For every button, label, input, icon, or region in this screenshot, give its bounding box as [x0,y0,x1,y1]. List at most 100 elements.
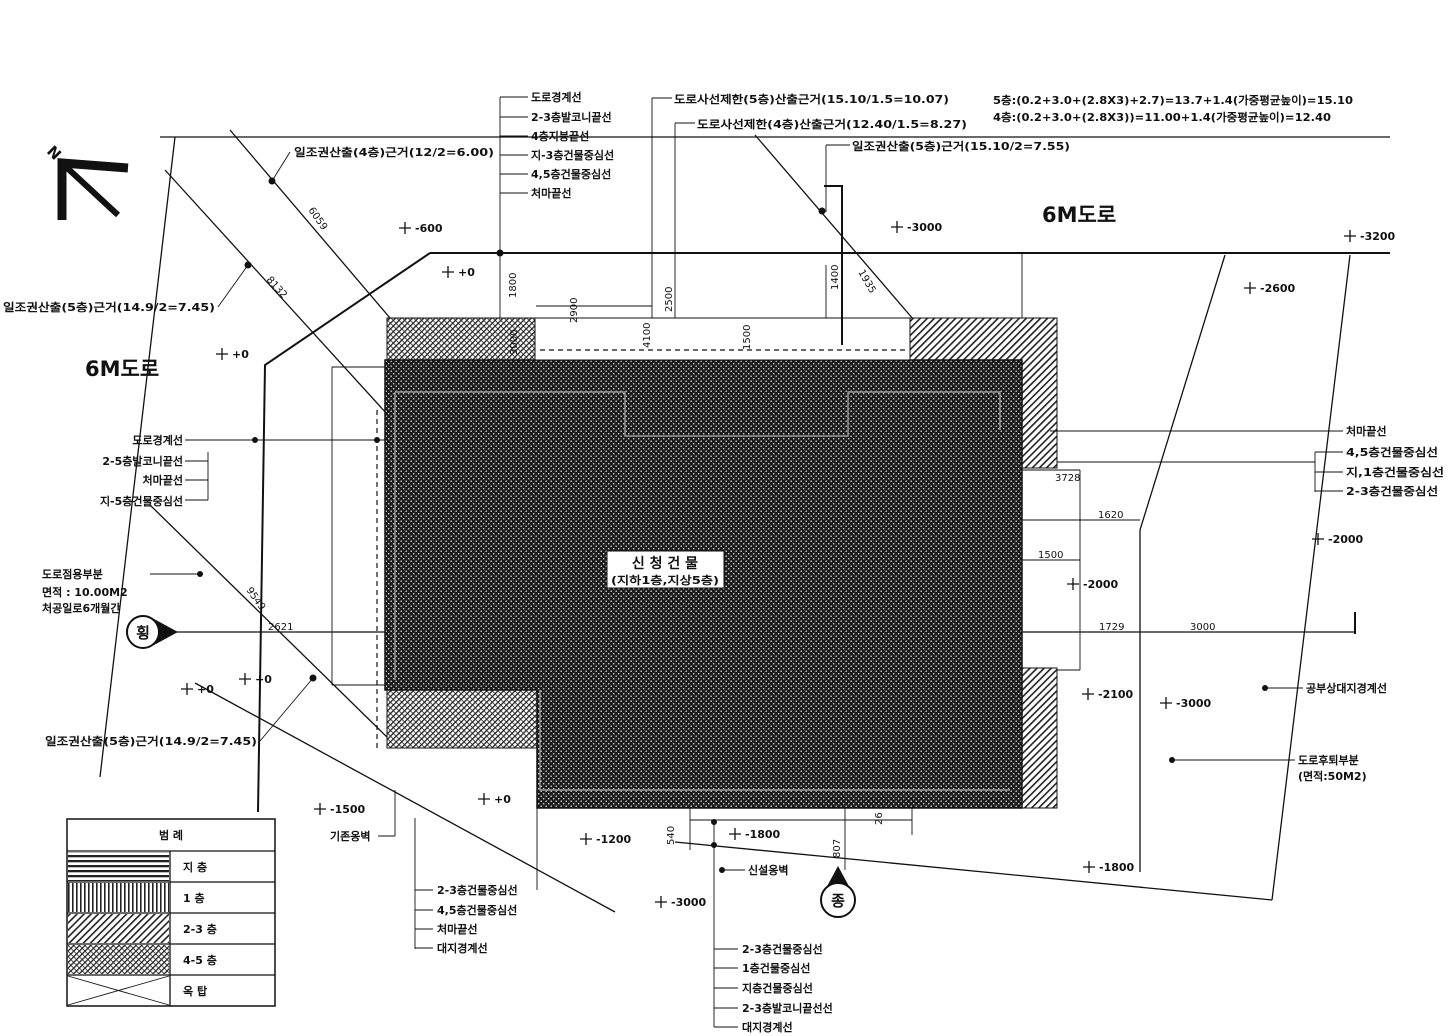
dimension-label: 1935 [855,268,877,296]
legend-swatch-1f [68,883,169,912]
right-label: 4,5층건물중심선 [1346,445,1438,459]
legend: 범 례 지 층 1 층 2-3 층 4-5 층 옥 탑 [66,818,276,1007]
right-inner-boundary [1139,254,1226,872]
elevation-label: +0 [255,673,272,686]
dimension-label: 2500 [664,287,675,312]
longitudinal-section-label: 종 [831,892,845,910]
lower-right-boundary [674,841,1273,901]
sunlight-line-9549 [149,504,393,743]
upper-open-area [534,317,911,361]
dimension-label: 26 [874,812,885,825]
right-label: 처마끝선 [1346,424,1386,438]
height-5f-formula: 5층:(0.2+3.0+(2.8X3)+2.7)=13.7+1.4(가중평균높이… [993,93,1353,107]
road-setback-5f-note: 도로사선제한(5층)산출근거(15.10/1.5=10.07) [674,92,949,106]
elevation-label: -600 [415,222,443,235]
road-occupancy-area: 면적 : 10.00M2 [42,585,128,599]
legend-item: 4-5 층 [183,953,217,967]
building-footprint: 신 청 건 물 (지하1층,지상5층) [384,317,1058,809]
dimension-label: 1800 [508,273,519,298]
elevation-label: -1200 [596,833,632,846]
top-label: 4층지붕끝선 [531,129,589,143]
left-road-boundary [257,252,431,813]
top-notes: 도로사선제한(5층)산출근거(15.10/1.5=10.07) 도로사선제한(4… [268,92,1353,345]
bottom-left-label: 처마끝선 [437,922,477,936]
legend-swatch-2-3f [68,914,169,943]
elevation-label: -2600 [1260,282,1296,295]
dimension-label: 1620 [1098,510,1123,521]
bottom-left-band [386,689,538,749]
left-label: 2-5층발코니끝선 [102,454,183,468]
top-label: 4,5층건물중심선 [531,167,611,181]
far-left-line [99,136,176,778]
dimension-label: 1500 [742,325,753,350]
elevation-label: -3200 [1360,230,1396,243]
legend-swatch-basement [68,852,169,881]
existing-wall-label: 기존옹벽 [330,829,370,843]
dimension-label: 2900 [569,298,580,323]
dimension-label: 3000 [509,330,520,355]
bottom-center-label: 1층건물중심선 [742,961,810,975]
elevation-label: -3000 [907,221,943,234]
site-lines [99,129,1390,913]
bottom-right-band [1021,667,1058,809]
right-label: 2-3층건물중심선 [1346,484,1438,498]
dimension-label: 1729 [1099,622,1124,633]
left-label: 도로경계선 [132,433,183,447]
dimension-label: 6059 [306,205,330,232]
height-4f-formula: 4층:(0.2+3.0+(2.8X3))=11.00+1.4(가중평균높이)=1… [993,110,1331,124]
elevation-label: -3000 [1176,697,1212,710]
bottom-left-label: 4,5층건물중심선 [437,903,517,917]
bottom-left-label: 대지경계선 [437,941,488,955]
dimension-label: 3000 [1190,622,1215,633]
bottom-center-label: 지층건물중심선 [742,981,813,995]
dimension-label: 2621 [268,622,293,633]
road-name-top: 6M도로 [1042,203,1116,227]
top-label: 처마끝선 [531,186,571,200]
legend-swatch-rooftop [67,975,170,1006]
elevation-label: +0 [232,348,249,361]
elevation-label: -1800 [1099,861,1135,874]
bottom-center-label: 대지경계선 [742,1020,793,1034]
left-label: 지-5층건물중심선 [100,494,183,508]
elevation-label: -2100 [1098,688,1134,701]
elevation-label: -2000 [1083,578,1119,591]
legend-item: 2-3 층 [183,922,217,936]
bottom-center-label: 2-3층건물중심선 [742,942,823,956]
longitudinal-section-mark: 종 [820,866,856,918]
transverse-section-mark: 횡 [126,615,178,649]
dimension-label: 4100 [642,323,653,348]
bottom-center-label-group: 신설옹벽 2-3층건물중심선 1층건물중심선 지층건물중심선 2-3층발코니끝선… [711,819,833,1034]
elevation-label: -2000 [1328,533,1364,546]
lower-left-boundary [194,682,616,913]
dimension-label: 540 [666,826,677,845]
legend-title: 범 례 [159,828,183,842]
sunlight-5f-note: 일조권산출(5층)근거(15.10/2=7.55) [852,139,1070,153]
road-setback-4f-note: 도로사선제한(4층)산출근거(12.40/1.5=8.27) [697,117,967,131]
dimension-label: 3728 [1055,473,1080,484]
setback-area: (면적:50M2) [1298,769,1367,783]
sunlight-left-top-note: 일조권산출(5층)근거(14.9/2=7.45) [3,300,215,314]
dimension-label: 9549 [244,585,268,612]
sunlight-line-6059 [229,129,391,319]
setback-title: 도로후퇴부분 [1298,753,1359,767]
right-label-group: 처마끝선 4,5층건물중심선 지,1층건물중심선 2-3층건물중심선 공부상대지… [1050,424,1444,783]
left-label-group: 일조권산출(5층)근거(14.9/2=7.45) 도로경계선 2-5층발코니끝선… [3,261,385,748]
bottom-left-label-group: 기존옹벽 2-3층건물중심선 4,5층건물중심선 처마끝선 대지경계선 [330,790,518,955]
top-label: 지-3층건물중심선 [531,148,614,162]
building-subtitle: (지하1층,지상5층) [611,573,719,587]
elevation-label: +0 [197,683,214,696]
sunlight-4f-note: 일조권산출(4층)근거(12/2=6.00) [294,145,494,159]
legend-item: 지 층 [183,860,207,874]
dimension-label: 807 [832,839,843,858]
sunlight-line-8132 [164,169,388,415]
elevation-label: +0 [458,266,475,279]
inner-outline [395,391,1001,437]
elevation-label: +0 [494,793,511,806]
top-label: 2-3층발코니끝선 [531,110,612,124]
left-label: 처마끝선 [143,473,183,487]
right-label: 지,1층건물중심선 [1346,465,1444,479]
building-label-box [606,550,725,589]
parcel-boundary-label: 공부상대지경계선 [1306,681,1387,695]
road-occupancy-note: 처공일로6개월간 [42,601,121,615]
